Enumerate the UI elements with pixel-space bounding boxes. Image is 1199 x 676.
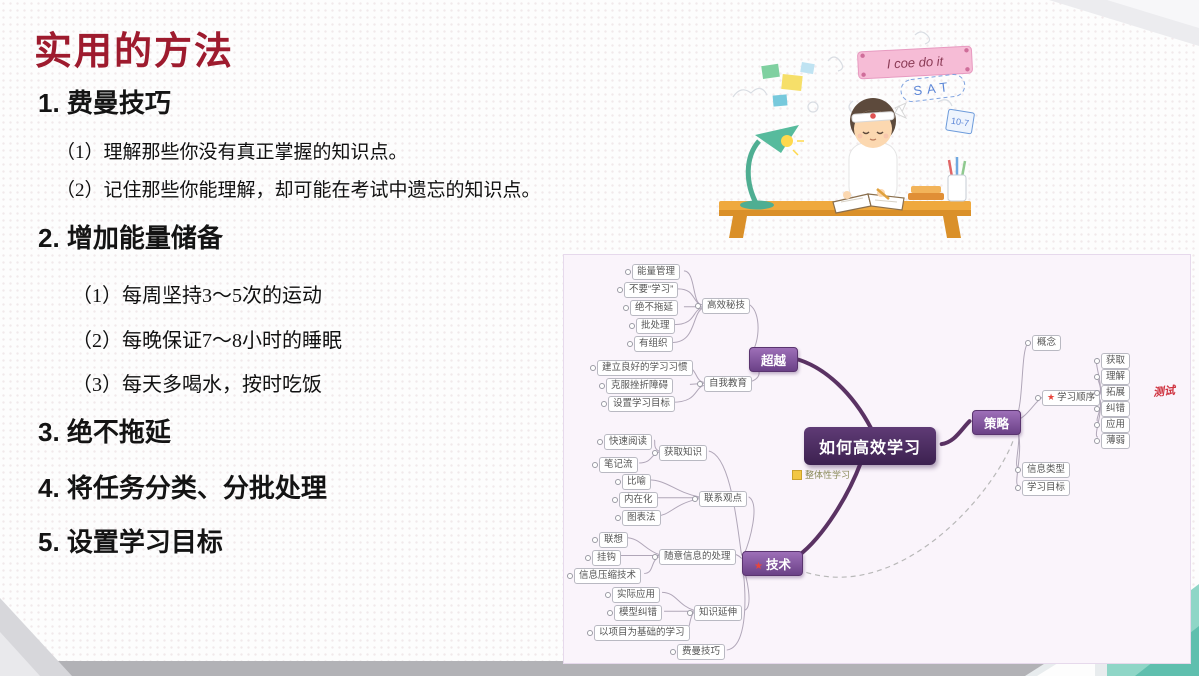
mm-node-no-procrastinate: 绝不拖延 (622, 300, 679, 317)
mm-node-compression: 信息压缩技术 (566, 568, 642, 585)
mm-group-knowledge-extension: 知识延伸 (686, 605, 743, 622)
mm-node-apply: 应用 (1093, 417, 1131, 434)
list-item-4: 4. 将任务分类、分批处理 (38, 473, 327, 504)
mm-branch-transcend: 超越 (749, 347, 799, 372)
list-subitem-2-1: （1）每周坚持3～5次的运动 (72, 284, 322, 307)
mm-node-diagram-method: 图表法 (615, 510, 661, 527)
mm-node-overcome-obstacles: 克服挫折障碍 (598, 378, 674, 395)
mm-node-batch: 批处理 (629, 318, 675, 335)
mm-center-topic: 如何高效学习 (804, 427, 937, 465)
list-subitem-2-3: （3）每天多喝水，按时吃饭 (72, 373, 322, 396)
mm-node-note-flow: 笔记流 (592, 457, 638, 474)
mm-holistic-tag-label: 整体性学习 (805, 470, 851, 480)
mm-node-understand: 理解 (1093, 369, 1131, 386)
mm-node-project-learning: 以项目为基础的学习 (587, 625, 690, 642)
studying-illustration-canvas: I coe do it SAT 10-7 (719, 31, 975, 238)
footer-bar (0, 661, 1199, 676)
mm-node-info-type: 信息类型 (1014, 462, 1071, 479)
mm-branch-technique: ★技术 (742, 551, 803, 576)
page-title: 实用的方法 (34, 31, 235, 73)
student-hands (843, 188, 890, 200)
mm-node-feynman: 费曼技巧 (669, 644, 726, 661)
mm-node-weak: 薄弱 (1093, 433, 1131, 450)
blue-note: 10-7 (945, 108, 975, 135)
method-list: 1. 费曼技巧 （1）理解那些你没有真正掌握的知识点。 （2）记住那些你能理解，… (38, 78, 698, 558)
mm-group-random-info: 随意信息的处理 (652, 549, 736, 566)
pencil-cup (947, 157, 967, 202)
mm-group-learning-order-label: 学习顺序 (1057, 392, 1096, 403)
blue-note-text: 10-7 (950, 116, 969, 129)
banner-text: I coe do it (886, 53, 944, 71)
list-item-5: 5. 设置学习目标 (38, 527, 223, 558)
mm-node-set-goals: 设置学习目标 (600, 396, 676, 413)
mm-node-practical-use: 实际应用 (604, 587, 661, 604)
mm-group-efficiency-tips: 高效秘技 (694, 298, 751, 315)
sticky-notes (761, 62, 815, 107)
desk-lamp-icon (740, 125, 804, 210)
list-item-3: 3. 绝不拖延 (38, 416, 171, 447)
mm-group-learning-order: ★学习顺序 (1034, 390, 1101, 407)
mm-node-dont-study: 不要“学习” (616, 282, 679, 299)
mm-holistic-tag: 整体性学习 (792, 468, 850, 481)
open-book (832, 193, 905, 214)
mm-node-internalize: 内在化 (612, 492, 658, 509)
list-item-2: 2. 增加能量储备 (38, 222, 223, 253)
mm-branch-strategy: 策略 (972, 410, 1022, 435)
studying-illustration: I coe do it SAT 10-7 (705, 5, 995, 240)
mm-node-association: 联想 (591, 532, 629, 549)
star-icon: ★ (754, 561, 763, 572)
mm-node-concept: 概念 (1024, 335, 1062, 352)
mm-branch-technique-label: 技术 (765, 558, 791, 572)
list-item-1: 1. 费曼技巧 (38, 88, 171, 118)
mm-node-energy: 能量管理 (624, 264, 681, 281)
sat-text: SAT (913, 79, 954, 99)
mm-node-good-habits: 建立良好的学习习惯 (590, 360, 693, 377)
list-subitem-1-2: （2）记住那些你能理解，却可能在考试中遗忘的知识点。 (56, 179, 541, 201)
mm-node-debug: 纠错 (1093, 401, 1131, 418)
mm-node-organized: 有组织 (627, 336, 673, 353)
mm-note-test: 测试 (1152, 384, 1176, 400)
star-icon: ★ (1047, 392, 1056, 402)
list-subitem-2-2: （2）每晚保证7～8小时的睡眠 (72, 329, 342, 352)
list-subitem-1-1: （1）理解那些你没有真正掌握的知识点。 (56, 142, 408, 164)
doodle-scribbles (732, 31, 953, 114)
mm-node-explore: 拓展 (1093, 385, 1131, 402)
book-stack (908, 186, 944, 200)
mm-node-model-debug: 模型纠错 (606, 605, 663, 622)
student-head (850, 98, 908, 148)
mm-group-self-education: 自我教育 (696, 376, 753, 393)
holistic-learning-icon (792, 469, 802, 480)
mm-node-learning-goal: 学习目标 (1014, 480, 1071, 497)
mm-group-acquire-knowledge: 获取知识 (651, 445, 708, 462)
mindmap-panel: 能量管理 不要“学习” 绝不拖延 批处理 有组织 高效秘技 建立良好的学习习惯 … (563, 254, 1191, 664)
mm-group-link-ideas: 联系观点 (691, 491, 748, 508)
mm-node-pegging: 挂钩 (584, 550, 622, 567)
mm-node-speed-reading: 快速阅读 (596, 434, 653, 451)
motivation-banner: I coe do it (857, 45, 973, 80)
mm-node-metaphor: 比喻 (614, 474, 652, 491)
mm-node-acquire: 获取 (1093, 353, 1131, 370)
sat-bubble: SAT (900, 73, 966, 103)
